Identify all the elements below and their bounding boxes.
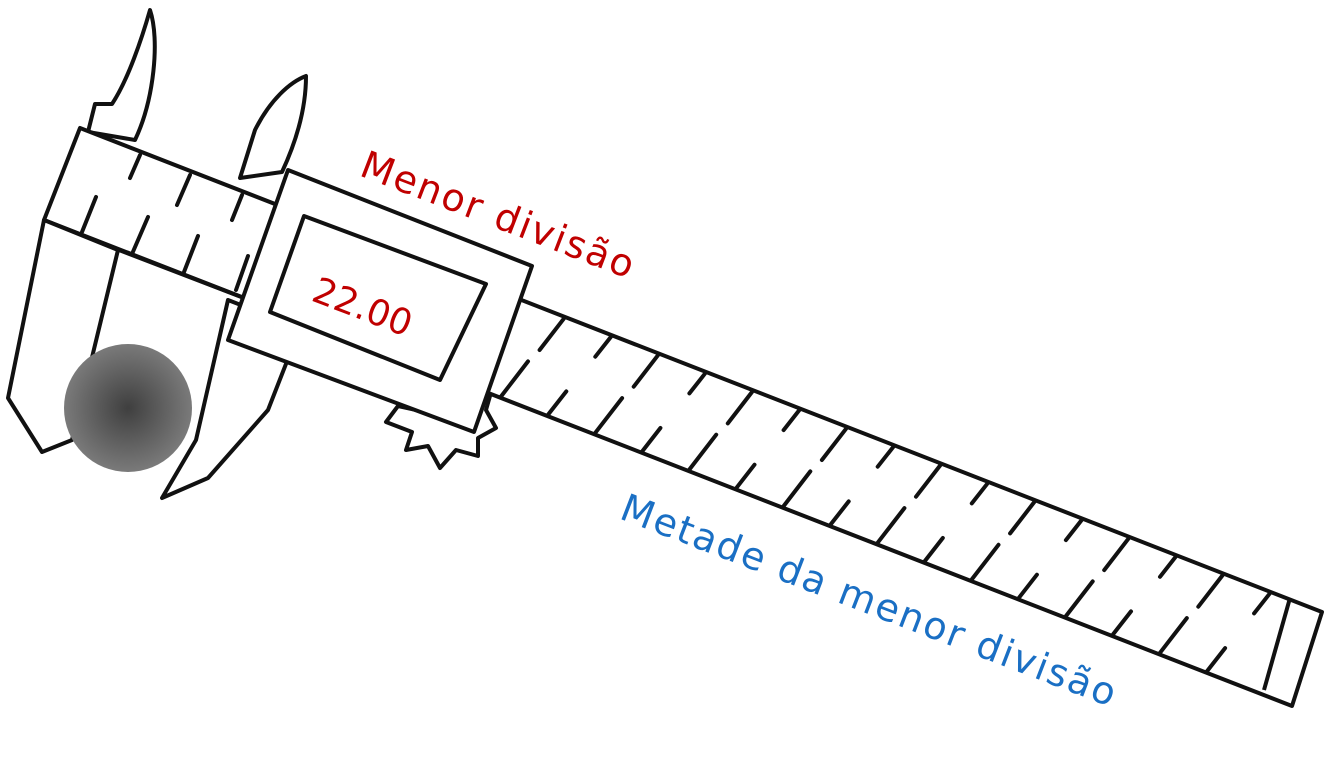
ruler-tick: [537, 316, 566, 352]
ruler-tick: [1102, 536, 1131, 573]
ruler-tick: [593, 396, 625, 435]
ruler-tick: [725, 390, 754, 426]
ruler-tick: [1252, 591, 1272, 616]
main-scale-ticks: [499, 316, 1272, 674]
ruler-tick: [1158, 555, 1178, 579]
ruler-tick: [828, 499, 851, 527]
ruler-tick: [687, 432, 719, 472]
ruler-tick: [1016, 572, 1039, 600]
ruler-tick: [1008, 500, 1037, 536]
ruler-tick: [914, 463, 943, 499]
ruler-tick: [969, 481, 990, 506]
ruler-tick: [687, 371, 707, 396]
ruler-tick: [969, 542, 1001, 582]
ruler-tick: [1111, 609, 1133, 637]
sliding-upper-jaw: [238, 74, 308, 180]
ruler-end-cap: [1262, 597, 1292, 691]
left-scale-ticks: [80, 153, 250, 292]
ruler-tick: [546, 389, 569, 417]
ruler-tick: [819, 426, 849, 462]
ruler-tick: [875, 506, 907, 545]
ruler-tick: [1158, 616, 1189, 655]
ruler-tick: [1196, 573, 1225, 609]
ruler-tick: [1063, 579, 1095, 619]
measured-ball: [64, 344, 192, 472]
ruler-tick: [640, 426, 663, 454]
ruler-tick: [734, 462, 757, 490]
display-window: [268, 214, 488, 382]
ruler-tick: [1063, 518, 1084, 543]
ruler-tick: [631, 353, 660, 389]
ruler-tick: [593, 335, 613, 359]
ruler-tick: [875, 445, 896, 469]
thumb-wheel: [384, 394, 498, 470]
fixed-upper-jaw: [86, 8, 157, 142]
ruler-tick: [781, 408, 802, 433]
ruler-tick: [1205, 646, 1228, 674]
fixed-lower-jaw: [6, 218, 120, 454]
ruler-tick: [781, 469, 813, 509]
ruler-tick: [499, 359, 530, 399]
ruler-tick: [922, 536, 945, 564]
